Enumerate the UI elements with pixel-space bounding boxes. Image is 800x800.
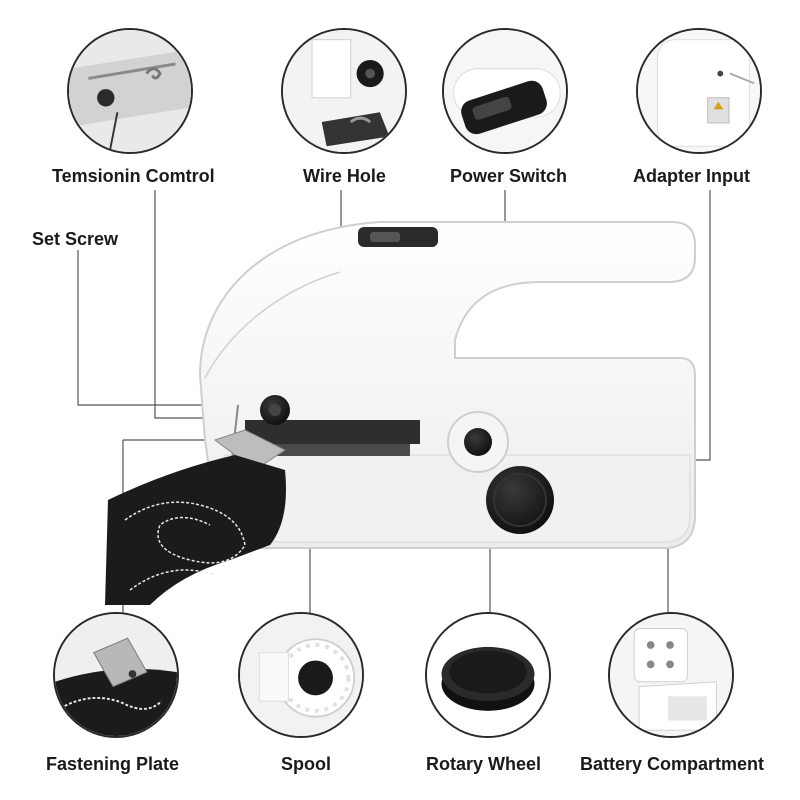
rotary-wheel-main — [486, 466, 554, 534]
adapter-input-detail — [636, 28, 762, 154]
fabric-piece — [105, 455, 286, 605]
rotary-wheel-detail — [425, 612, 551, 738]
power-switch-detail — [442, 28, 568, 154]
tension-control-detail — [67, 28, 193, 154]
label-set-screw: Set Screw — [32, 229, 119, 249]
fastening-plate-detail — [53, 612, 179, 738]
label-battery-compartment: Battery Compartment — [580, 754, 765, 774]
label-spool: Spool — [281, 754, 331, 774]
battery-compartment-detail — [608, 612, 734, 738]
label-adapter-input: Adapter Input — [633, 166, 750, 186]
wire-hole-detail — [281, 28, 407, 154]
label-fastening-plate: Fastening Plate — [46, 754, 180, 774]
spool-detail — [238, 612, 364, 738]
label-rotary-wheel: Rotary Wheel — [426, 754, 542, 774]
label-wire-hole: Wire Hole — [303, 166, 386, 186]
machine-body — [198, 221, 696, 549]
label-tension-control: Temsionin Comtrol — [52, 166, 215, 186]
label-power-switch: Power Switch — [450, 166, 568, 186]
